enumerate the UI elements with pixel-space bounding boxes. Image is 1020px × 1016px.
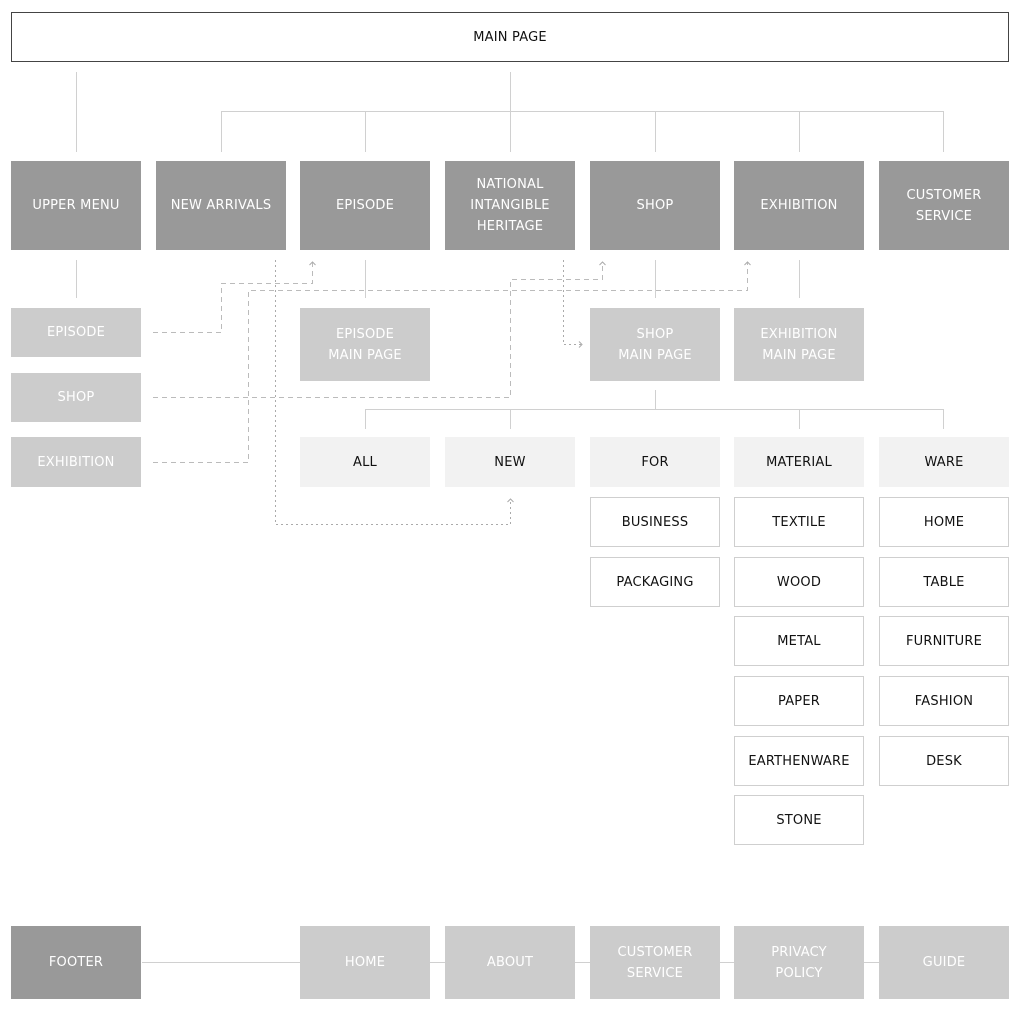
category-all: ALL	[300, 437, 430, 487]
upper-menu-item-shop: SHOP	[11, 373, 141, 422]
material-item-metal: METAL	[734, 616, 864, 666]
link-new-arrivals-to-new	[275, 260, 514, 525]
category-for: FOR	[590, 437, 720, 487]
link-episode-to-episode	[153, 261, 316, 333]
material-item-paper: PAPER	[734, 676, 864, 726]
ware-item-table: TABLE	[879, 557, 1009, 607]
footer-item-customer-service: CUSTOMER SERVICE	[590, 926, 720, 999]
node-exhibition: EXHIBITION	[734, 161, 864, 250]
material-item-earthenware: EARTHENWARE	[734, 736, 864, 786]
upper-menu-item-exhibition: EXHIBITION	[11, 437, 141, 487]
footer-item-guide: GUIDE	[879, 926, 1009, 999]
ware-item-desk: DESK	[879, 736, 1009, 786]
node-new-arrivals: NEW ARRIVALS	[156, 161, 286, 250]
main-page-box: MAIN PAGE	[11, 12, 1009, 62]
link-exhibition-to-exhibition	[153, 261, 751, 463]
upper-menu-item-episode: EPISODE	[11, 308, 141, 357]
footer-item-about: ABOUT	[445, 926, 575, 999]
footer-item-privacy-policy: PRIVACY POLICY	[734, 926, 864, 999]
node-footer: FOOTER	[11, 926, 141, 999]
for-item-business: BUSINESS	[590, 497, 720, 547]
node-upper-menu: UPPER MENU	[11, 161, 141, 250]
material-item-textile: TEXTILE	[734, 497, 864, 547]
category-ware: WARE	[879, 437, 1009, 487]
ware-item-fashion: FASHION	[879, 676, 1009, 726]
node-national-intangible-heritage: NATIONAL INTANGIBLE HERITAGE	[445, 161, 575, 250]
for-item-packaging: PACKAGING	[590, 557, 720, 607]
ware-item-furniture: FURNITURE	[879, 616, 1009, 666]
node-exhibition-main-page: EXHIBITION MAIN PAGE	[734, 308, 864, 381]
node-episode: EPISODE	[300, 161, 430, 250]
node-customer-service: CUSTOMER SERVICE	[879, 161, 1009, 250]
node-shop: SHOP	[590, 161, 720, 250]
link-shop-to-shop	[153, 261, 606, 398]
link-heritage-to-shop-main	[563, 260, 583, 348]
ware-item-home: HOME	[879, 497, 1009, 547]
node-shop-main-page: SHOP MAIN PAGE	[590, 308, 720, 381]
footer-item-home: HOME	[300, 926, 430, 999]
category-material: MATERIAL	[734, 437, 864, 487]
category-new: NEW	[445, 437, 575, 487]
material-item-wood: WOOD	[734, 557, 864, 607]
material-item-stone: STONE	[734, 795, 864, 845]
node-episode-main-page: EPISODE MAIN PAGE	[300, 308, 430, 381]
